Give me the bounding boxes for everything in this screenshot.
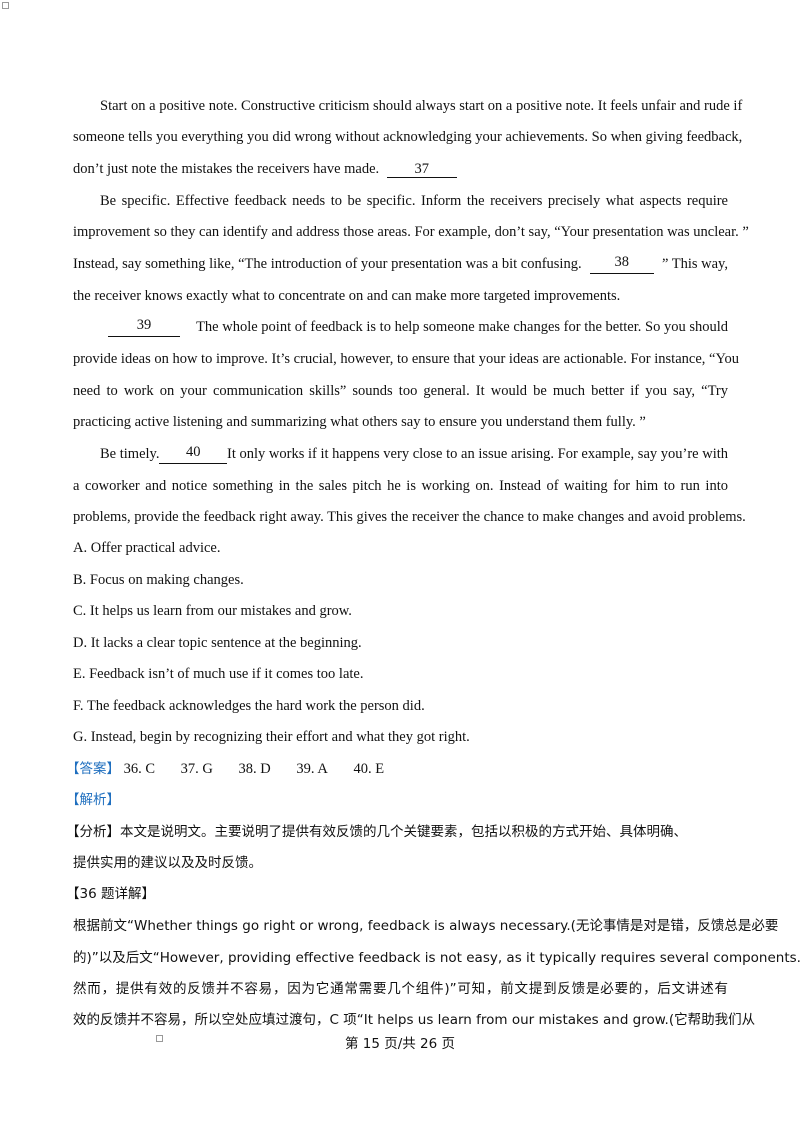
p4-line-3: problems, provide the feedback right awa… [73, 509, 746, 525]
option-c: C. It helps us learn from our mistakes a… [73, 603, 352, 619]
answer-line: 【答案】 36. C 37. G 38. D 39. A 40. E [66, 759, 721, 779]
page-number-footer: 第 15 页/共 26 页 [344, 1036, 456, 1052]
p4-line-1-post: It only works if it happens very close t… [227, 446, 728, 462]
q36-line-3: 然而，提供有效的反馈并不容易，因为它通常需要几个组件)”可知，前文提到反馈是必要… [73, 981, 728, 997]
answer-38: 38. D [238, 761, 271, 777]
option-b: B. Focus on making changes. [73, 572, 244, 588]
p3-line-1: 39 The whole point of feedback is to hel… [108, 317, 728, 337]
option-e: E. Feedback isn’t of much use if it come… [73, 666, 364, 682]
option-a: A. Offer practical advice. [73, 540, 221, 556]
p2-line-1: Be specific. Effective feedback needs to… [100, 193, 728, 209]
p3-line-4: practicing active listening and summariz… [73, 414, 646, 430]
answer-39: 39. A [296, 761, 328, 777]
p1-line-3: don’t just note the mistakes the receive… [73, 159, 728, 179]
analysis-heading: 【解析】 [66, 790, 721, 810]
p2-line-3: Instead, say something like, “The introd… [73, 254, 728, 274]
p4-line-1: Be timely. 40 It only works if it happen… [100, 444, 728, 464]
answer-40: 40. E [353, 761, 385, 777]
q36-heading: 【36 题详解】 [66, 886, 155, 902]
p4-line-2: a coworker and notice something in the s… [73, 478, 728, 494]
small-square-icon [156, 1035, 163, 1042]
p2-line-3-post: ” This way, [661, 256, 728, 272]
option-g: G. Instead, begin by recognizing their e… [73, 729, 470, 745]
p4-line-1-pre: Be timely. [100, 446, 160, 462]
answer-tag: 【答案】 [66, 761, 120, 777]
p2-line-4: the receiver knows exactly what to conce… [73, 288, 621, 304]
p3-line-3: need to work on your communication skill… [73, 383, 728, 399]
summary-line-1: 【分析】本文是说明文。主要说明了提供有效反馈的几个关键要素，包括以积极的方式开始… [66, 822, 728, 842]
blank-38: 38 [589, 254, 654, 274]
blank-37: 37 [386, 161, 457, 178]
summary-tag: 【分析】 [66, 824, 120, 840]
blank-40: 40 [159, 444, 228, 464]
q36-line-4: 效的反馈并不容易，所以空处应填过渡句，C 项“It helps us learn… [73, 1012, 756, 1028]
q36-line-1: 根据前文“Whether things go right or wrong, f… [73, 918, 779, 934]
summary-text-1: 本文是说明文。主要说明了提供有效反馈的几个关键要素，包括以积极的方式开始、具体明… [120, 824, 687, 840]
answer-36: 36. C [123, 761, 156, 777]
option-d: D. It lacks a clear topic sentence at th… [73, 635, 362, 651]
answer-37: 37. G [180, 761, 213, 777]
analysis-tag: 【解析】 [66, 792, 120, 808]
corner-mark-icon [2, 2, 9, 9]
p3-line-1-post: The whole point of feedback is to help s… [196, 319, 728, 335]
p1-line-2: someone tells you everything you did wro… [73, 129, 743, 145]
p2-line-3-pre: Instead, say something like, “The introd… [73, 256, 582, 272]
p1-line-3-text: don’t just note the mistakes the receive… [73, 161, 380, 177]
p2-line-2: improvement so they can identify and add… [73, 224, 749, 240]
p1-line-1: Start on a positive note. Constructive c… [100, 98, 743, 114]
blank-39: 39 [108, 317, 180, 337]
q36-line-2: 的)”以及后文“However, providing effective fee… [73, 950, 800, 966]
summary-line-2: 提供实用的建议以及及时反馈。 [73, 855, 262, 871]
p3-line-2: provide ideas on how to improve. It’s cr… [73, 351, 739, 367]
option-f: F. The feedback acknowledges the hard wo… [73, 698, 425, 714]
